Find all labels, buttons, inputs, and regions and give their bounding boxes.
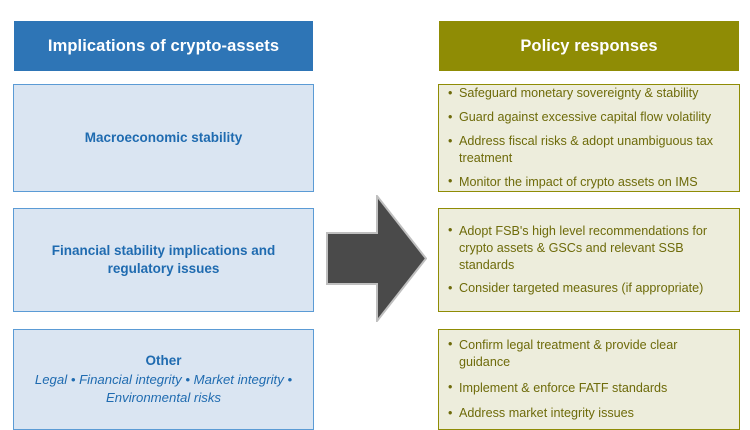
policy-box-financial-stability[interactable]: Adopt FSB's high level recommendations f…: [438, 208, 740, 312]
policy-list: Confirm legal treatment & provide clear …: [447, 336, 730, 423]
right-column-header: Policy responses: [438, 20, 740, 72]
policy-list: Adopt FSB's high level recommendations f…: [447, 222, 730, 298]
policy-list: Safeguard monetary sovereignty & stabili…: [447, 85, 730, 190]
right-column-header-label: Policy responses: [520, 36, 658, 55]
policy-list-item: Consider targeted measures (if appropria…: [447, 280, 730, 297]
policy-list-item: Safeguard monetary sovereignty & stabili…: [447, 85, 730, 102]
implication-box-subtitle: Legal • Financial integrity • Market int…: [34, 371, 293, 405]
implication-box-financial-stability[interactable]: Financial stability implications and reg…: [13, 208, 314, 312]
implication-box-text-group: Other Legal • Financial integrity • Mark…: [24, 352, 303, 407]
left-column-header: Implications of crypto-assets: [13, 20, 314, 72]
right-arrow-icon: [326, 195, 427, 322]
flow-arrow: [326, 195, 427, 322]
policy-list-item: Guard against excessive capital flow vol…: [447, 109, 730, 126]
policy-list-item: Monitor the impact of crypto assets on I…: [447, 173, 730, 191]
policy-list-item: Address market integrity issues: [447, 405, 730, 422]
policy-list-item: Confirm legal treatment & provide clear …: [447, 336, 730, 371]
policy-list-item: Implement & enforce FATF standards: [447, 379, 730, 397]
policy-list-item: Address fiscal risks & adopt unambiguous…: [447, 133, 730, 167]
implication-box-title: Other: [145, 352, 182, 368]
implication-box-macroeconomic-stability[interactable]: Macroeconomic stability: [13, 84, 314, 192]
policy-list-item: Adopt FSB's high level recommendations f…: [447, 222, 730, 274]
left-column-header-label: Implications of crypto-assets: [47, 36, 280, 55]
implication-box-title: Macroeconomic stability: [84, 130, 243, 146]
policy-box-other[interactable]: Confirm legal treatment & provide clear …: [438, 329, 740, 430]
implication-box-other[interactable]: Other Legal • Financial integrity • Mark…: [13, 329, 314, 430]
policy-box-macroeconomic[interactable]: Safeguard monetary sovereignty & stabili…: [438, 84, 740, 192]
implication-box-title: Financial stability implications and reg…: [51, 243, 276, 276]
